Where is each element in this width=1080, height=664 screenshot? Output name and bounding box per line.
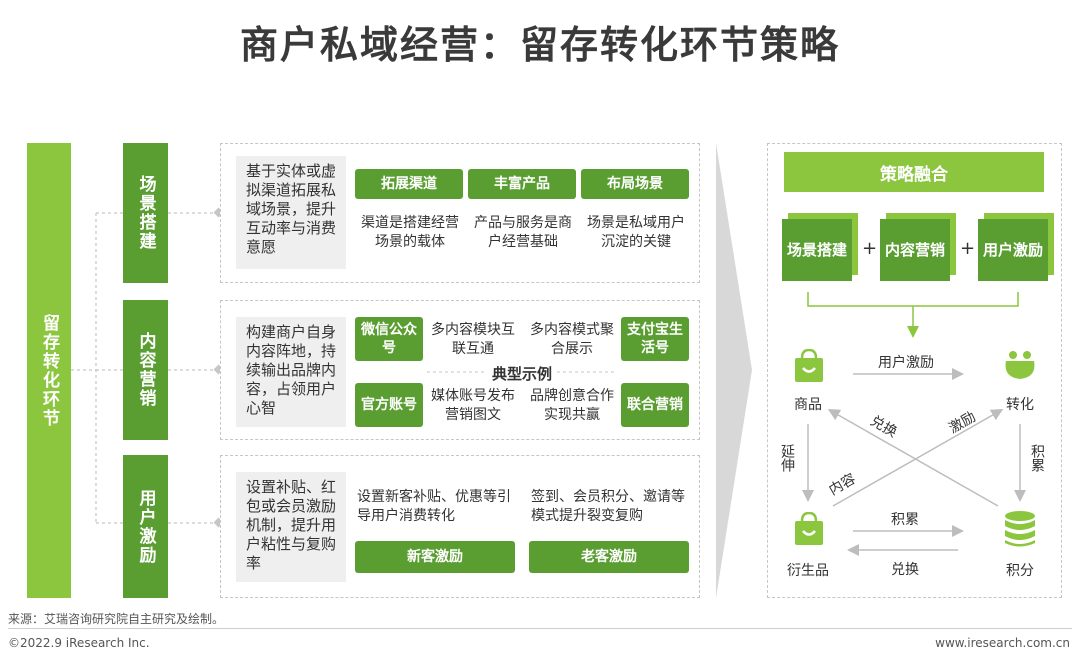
typical-example-label: 典型示例: [491, 365, 552, 383]
tag-alipay-life: 支付宝生活号: [621, 317, 689, 361]
page-title: 商户私域经营：留存转化环节策略: [239, 23, 840, 67]
edge-exchange-bottom: 兑换: [891, 562, 919, 578]
desc-new-customers: 设置新客补贴、优惠等引导用户消费转化: [357, 489, 511, 524]
desc-joint: 品牌创意合作实现共赢: [530, 388, 614, 423]
tag-new-customer-incentive: 新客激励: [355, 541, 515, 573]
desc-products: 产品与服务是商户经营基础: [474, 215, 572, 250]
flow-lines: [802, 292, 1026, 556]
row-summary: 基于实体或虚拟渠道拓展私域场景，提升互动率与消费意愿: [236, 156, 346, 269]
example-divider: [427, 371, 617, 373]
tag-enrich-products: 丰富产品: [468, 169, 576, 199]
strategy-fusion-header: 策略融合: [784, 152, 1044, 192]
desc-official: 媒体账号发布营销图文: [431, 388, 515, 423]
footer-divider: [8, 628, 1072, 629]
edge-extend: 延伸: [779, 444, 795, 472]
category-content-marketing: 内容营销: [123, 300, 168, 440]
node-convert-label: 转化: [1006, 397, 1034, 413]
category-user-incentive: 用户激励: [123, 455, 168, 598]
tag-old-customer-incentive: 老客激励: [529, 541, 689, 573]
source-note: 来源：艾瑞咨询研究院自主研究及绘制。: [8, 612, 225, 626]
cube-user-incentive: 用户激励: [978, 219, 1048, 281]
desc-alipay: 多内容模式聚合展示: [530, 322, 614, 357]
edge-user-incentive: 用户激励: [878, 355, 934, 371]
row-summary: 设置补贴、红包或会员激励机制，提升用户粘性与复购率: [236, 472, 346, 582]
node-goods-label: 商品: [794, 397, 822, 413]
gift-bag-icon: [795, 512, 823, 545]
tag-wechat-official: 微信公众号: [355, 317, 423, 361]
category-scene-building: 场景搭建: [123, 143, 168, 283]
edge-accumulate-right: 积累: [1029, 444, 1045, 472]
shopping-bag-icon: [795, 349, 823, 382]
row-user-incentive: 设置补贴、红包或会员激励机制，提升用户粘性与复购率 设置新客补贴、优惠等引导用户…: [220, 455, 700, 598]
plus-sign: +: [960, 238, 976, 259]
row-summary: 构建商户自身内容阵地，持续输出品牌内容，占领用户心智: [236, 317, 346, 427]
strategy-fusion-panel: 策略融合 场景搭建 + 内容营销 + 用户激励 商品: [767, 143, 1062, 598]
cube-content-marketing: 内容营销: [880, 219, 950, 281]
edge-accumulate-bottom: 积累: [891, 512, 919, 528]
node-points-label: 积分: [1006, 563, 1034, 579]
desc-channels: 渠道是搭建经营场景的载体: [361, 215, 459, 250]
cube-scene-building: 场景搭建: [782, 219, 852, 281]
desc-wechat: 多内容模块互联互通: [431, 322, 515, 357]
big-arrow-shape: [716, 143, 752, 598]
desc-scenes: 场景是私域用户沉淀的关键: [587, 215, 685, 250]
tag-joint-marketing: 联合营销: [621, 383, 689, 427]
tag-layout-scenes: 布局场景: [581, 169, 689, 199]
wallet-icon: [1005, 351, 1035, 379]
retention-conversion-bar: 留存转化环节: [27, 143, 71, 598]
tag-expand-channels: 拓展渠道: [355, 169, 463, 199]
coin-stack-icon: [1005, 511, 1035, 547]
row-content-marketing: 构建商户自身内容阵地，持续输出品牌内容，占领用户心智 微信公众号 多内容模块互联…: [220, 300, 700, 440]
desc-old-customers: 签到、会员积分、邀请等模式提升裂变复购: [531, 489, 685, 524]
row-scene-building: 基于实体或虚拟渠道拓展私域场景，提升互动率与消费意愿 拓展渠道 丰富产品 布局场…: [220, 143, 700, 283]
node-derivative-label: 衍生品: [787, 563, 829, 579]
copyright: ©2022.9 iResearch Inc.: [8, 636, 150, 650]
tag-official-account: 官方账号: [355, 383, 423, 427]
website: www.iresearch.com.cn: [935, 636, 1070, 650]
plus-sign: +: [862, 238, 878, 259]
